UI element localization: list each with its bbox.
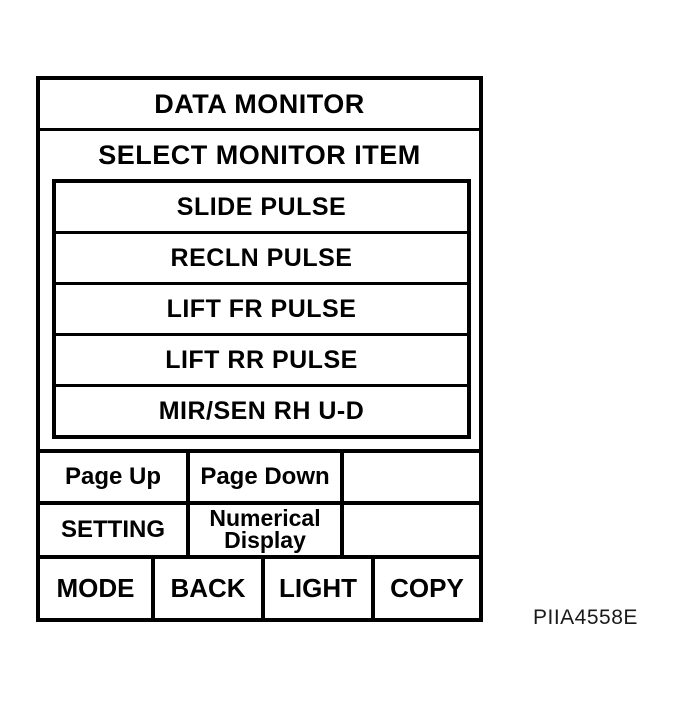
monitor-item-mir-sen-rh-u-d[interactable]: MIR/SEN RH U-D bbox=[158, 396, 365, 425]
data-monitor-screen: DATA MONITOR SELECT MONITOR ITEM SLIDE P… bbox=[36, 76, 483, 622]
figure-code-label: PIIA4558E bbox=[533, 606, 638, 629]
setting-button[interactable]: SETTING bbox=[60, 516, 165, 543]
mode-button[interactable]: MODE bbox=[56, 573, 135, 603]
page-up-button[interactable]: Page Up bbox=[64, 463, 162, 490]
empty-softkey-cell bbox=[340, 453, 479, 501]
numerical-display-button[interactable]: Numerical Display bbox=[186, 505, 340, 555]
empty-softkey-cell bbox=[340, 505, 479, 555]
back-button[interactable]: BACK bbox=[151, 559, 261, 618]
screen-title: DATA MONITOR bbox=[40, 80, 479, 131]
monitor-item-slide-pulse[interactable]: SLIDE PULSE bbox=[56, 183, 467, 234]
monitor-item-list: SLIDE PULSE RECLN PULSE LIFT FR PULSE LI… bbox=[52, 179, 471, 439]
monitor-item-recln-pulse[interactable]: RECLN PULSE bbox=[56, 234, 467, 285]
softkey-row-setting: SETTING Numerical Display bbox=[40, 501, 479, 555]
copy-button[interactable]: COPY bbox=[371, 559, 479, 618]
monitor-item-lift-fr-pulse[interactable]: LIFT FR PULSE bbox=[56, 285, 467, 336]
page-down-button[interactable]: Page Down bbox=[186, 453, 340, 501]
monitor-item-lift-rr-pulse[interactable]: LIFT RR PULSE bbox=[56, 336, 467, 387]
light-button[interactable]: LIGHT bbox=[261, 559, 371, 618]
list-gap bbox=[40, 439, 479, 449]
softkey-row-paging: Page Up Page Down bbox=[40, 449, 479, 501]
screen-subtitle: SELECT MONITOR ITEM bbox=[98, 139, 421, 170]
softkey-row-global: MODE BACK LIGHT COPY bbox=[40, 555, 479, 618]
